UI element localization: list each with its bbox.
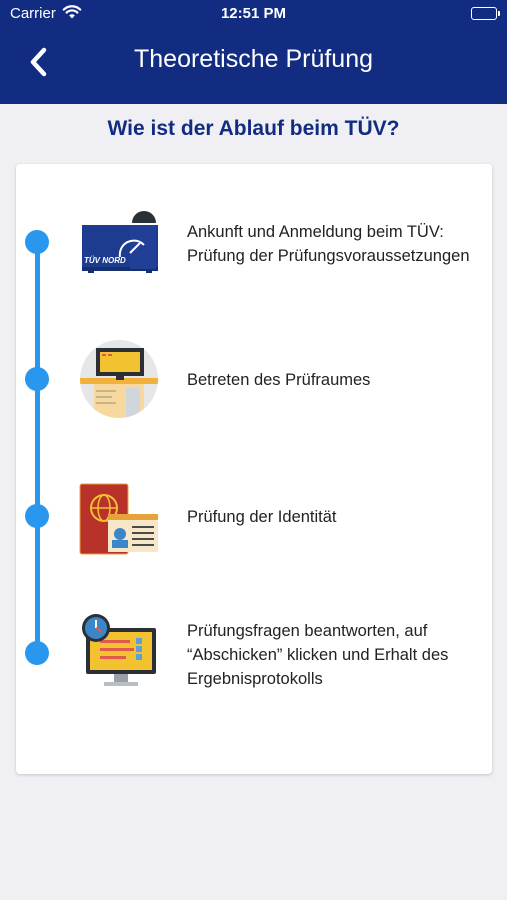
exam-room-desk-icon [78,338,160,420]
passport-id-card-icon [78,476,160,558]
carrier-label: Carrier [10,5,56,22]
step-text: Ankunft und Anmeldung beim TÜV: Prüfung … [187,223,470,265]
timeline-dot [25,504,49,528]
chevron-left-icon [30,47,47,77]
step-text: Prüfungsfragen beantworten, auf “Abschic… [187,622,449,688]
page-title: Theoretische Prüfung [133,45,374,73]
back-button[interactable] [20,42,56,82]
wifi-icon [62,4,82,24]
top-bar: Carrier 12:51 PM Theoretische Prüfung [0,0,507,104]
timeline-line [35,240,40,654]
tuv-nord-badge: TÜV NORD [84,256,126,265]
step-text: Betreten des Prüfraumes [187,371,371,389]
timeline-dot [25,367,49,391]
battery-icon [471,7,500,20]
status-bar: Carrier 12:51 PM [0,0,507,28]
timeline-dot [25,230,49,254]
section-heading: Wie ist der Ablauf beim TÜV? [107,117,400,140]
timeline-dot [25,641,49,665]
status-time: 12:51 PM [220,5,287,22]
step-text: Prüfung der Identität [187,508,337,526]
computer-test-clock-icon [78,610,160,692]
tuv-nord-counter-icon: TÜV NORD [78,205,160,287]
navigation-bar: Theoretische Prüfung [0,28,507,104]
